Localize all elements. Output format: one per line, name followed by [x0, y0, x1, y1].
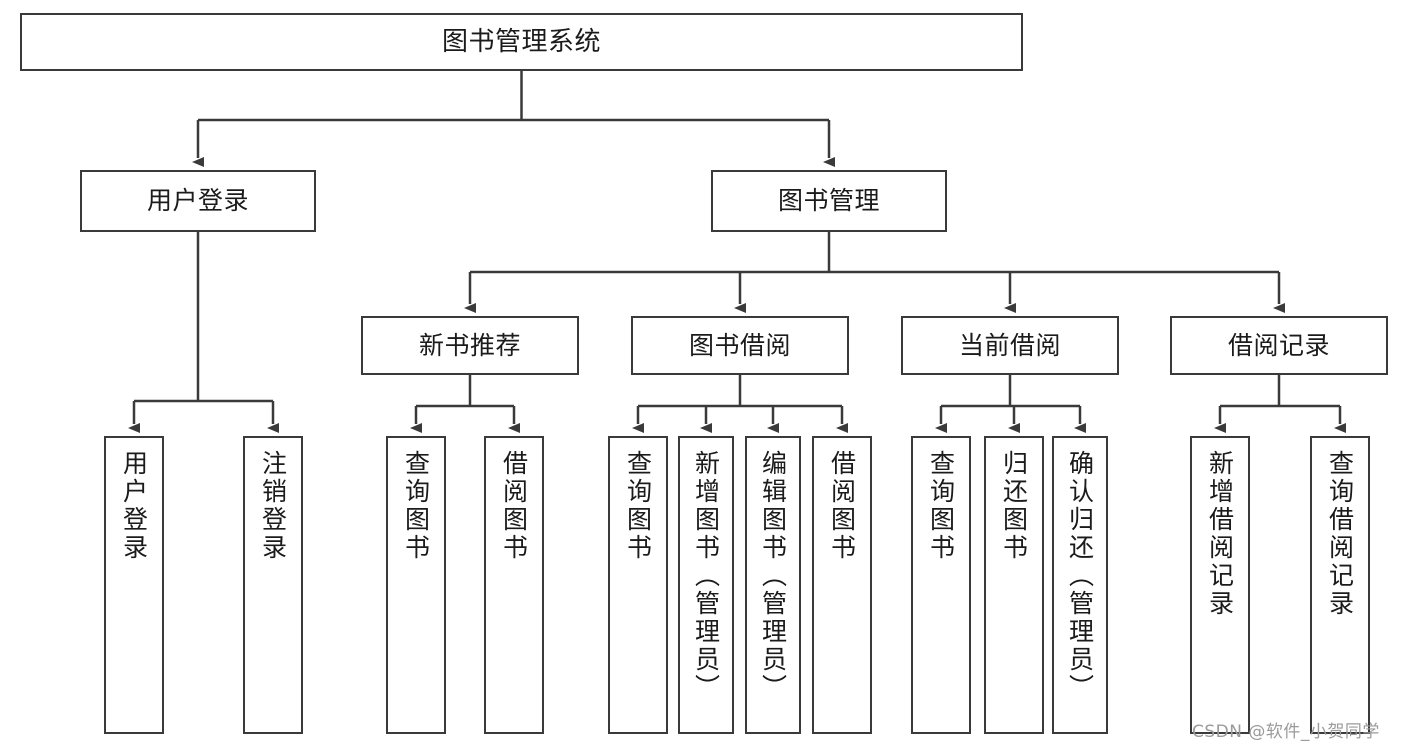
node-label: 借阅图书 [499, 450, 529, 562]
node-label: 新书推荐 [418, 330, 521, 360]
node-logout-action[interactable]: 注销登录 [243, 436, 303, 734]
node-query-book-borrow[interactable]: 查询图书 [608, 436, 668, 734]
node-user-login[interactable]: 用户登录 [80, 170, 316, 232]
node-label: 图书借阅 [688, 330, 791, 360]
node-root[interactable]: 图书管理系统 [20, 13, 1023, 71]
node-user-login-action[interactable]: 用户登录 [104, 436, 164, 734]
node-label: 查询图书 [401, 450, 431, 562]
node-label: 新增图书（管理员） [691, 450, 721, 702]
node-edit-book-admin[interactable]: 编辑图书（管理员） [745, 436, 801, 734]
node-label: 用户登录 [119, 450, 149, 562]
node-add-borrow-record[interactable]: 新增借阅记录 [1190, 436, 1250, 734]
node-label: 归还图书 [999, 450, 1029, 562]
node-label: 图书管理系统 [441, 26, 601, 57]
node-query-borrow-record[interactable]: 查询借阅记录 [1310, 436, 1370, 734]
node-label: 确认归还（管理员） [1065, 450, 1095, 702]
node-query-book-current[interactable]: 查询图书 [911, 436, 971, 734]
node-label: 查询借阅记录 [1325, 450, 1355, 618]
node-label: 注销登录 [258, 450, 288, 562]
node-label: 编辑图书（管理员） [758, 450, 788, 702]
node-label: 图书管理 [777, 186, 880, 216]
node-confirm-return-admin[interactable]: 确认归还（管理员） [1052, 436, 1108, 734]
node-borrow-book-recommend[interactable]: 借阅图书 [484, 436, 544, 734]
node-add-book-admin[interactable]: 新增图书（管理员） [678, 436, 734, 734]
node-book-management[interactable]: 图书管理 [711, 170, 947, 232]
node-label: 用户登录 [146, 186, 249, 216]
node-book-borrow[interactable]: 图书借阅 [631, 316, 849, 375]
node-return-book[interactable]: 归还图书 [984, 436, 1044, 734]
node-borrow-record[interactable]: 借阅记录 [1170, 316, 1388, 375]
node-new-book-recommend[interactable]: 新书推荐 [361, 316, 579, 375]
node-label: 查询图书 [623, 450, 653, 562]
node-borrow-book-action[interactable]: 借阅图书 [812, 436, 872, 734]
node-current-borrow[interactable]: 当前借阅 [901, 316, 1119, 375]
node-query-book-recommend[interactable]: 查询图书 [386, 436, 446, 734]
node-label: 查询图书 [926, 450, 956, 562]
csdn-watermark: CSDN @软件_小贺同学 [1192, 722, 1380, 742]
node-label: 借阅记录 [1227, 330, 1330, 360]
node-label: 借阅图书 [827, 450, 857, 562]
node-label: 当前借阅 [958, 330, 1061, 360]
node-label: 新增借阅记录 [1205, 450, 1235, 618]
